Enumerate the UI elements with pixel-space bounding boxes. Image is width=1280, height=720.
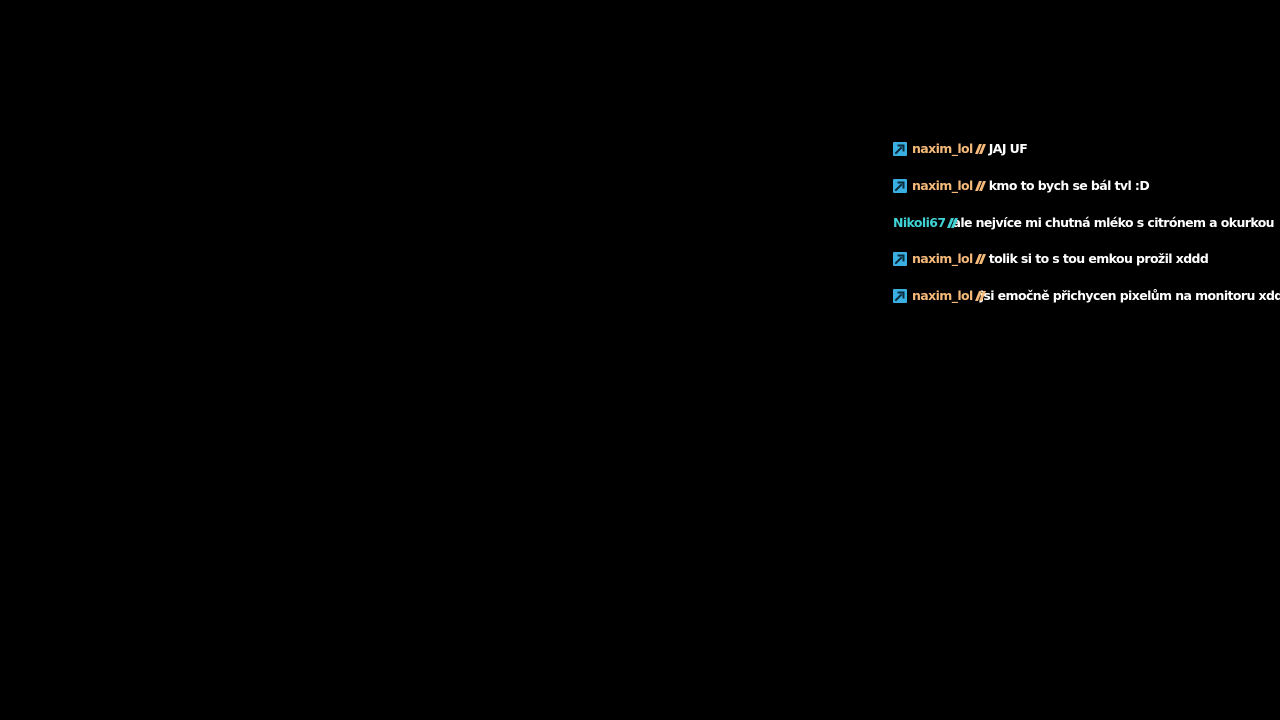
subscriber-badge-icon	[893, 142, 907, 156]
chat-message: naxim_lol jsi emočně přichycen pixelům n…	[893, 285, 1280, 307]
chat-message-text: ale nejvíce mi chutná mléko s citrónem a…	[952, 214, 1274, 230]
chat-message: naxim_lol tolik si to s tou emkou prožil…	[893, 248, 1273, 270]
separator-icon	[974, 254, 986, 265]
chat-username: Nikoli67	[893, 214, 946, 230]
chat-message-text: JAJ UF	[988, 141, 1028, 156]
separator-icon	[974, 180, 986, 191]
separator-icon	[974, 144, 986, 154]
chat-username: naxim_lol	[912, 251, 973, 267]
chat-overlay: naxim_lol JAJ UF naxim_lol kmo to bych s…	[893, 138, 1280, 322]
subscriber-badge-icon	[893, 252, 907, 267]
chat-username: naxim_lol	[912, 288, 973, 303]
chat-message: Nikoli67 ale nejvíce mi chutná mléko s c…	[893, 212, 1275, 234]
subscriber-badge-icon	[893, 289, 907, 303]
chat-message-text: tolik si to s tou emkou prožil xddd	[988, 251, 1209, 267]
chat-message-text: kmo to bych se bál tvl :D	[988, 177, 1150, 193]
chat-username: naxim_lol	[912, 141, 973, 156]
subscriber-badge-icon	[893, 178, 907, 193]
chat-message: naxim_lol JAJ UF	[893, 138, 1273, 160]
chat-username: naxim_lol	[912, 177, 973, 193]
chat-message: naxim_lol kmo to bych se bál tvl :D	[893, 175, 1273, 197]
chat-message-text: jsi emočně přichycen pixelům na monitoru…	[979, 288, 1280, 303]
